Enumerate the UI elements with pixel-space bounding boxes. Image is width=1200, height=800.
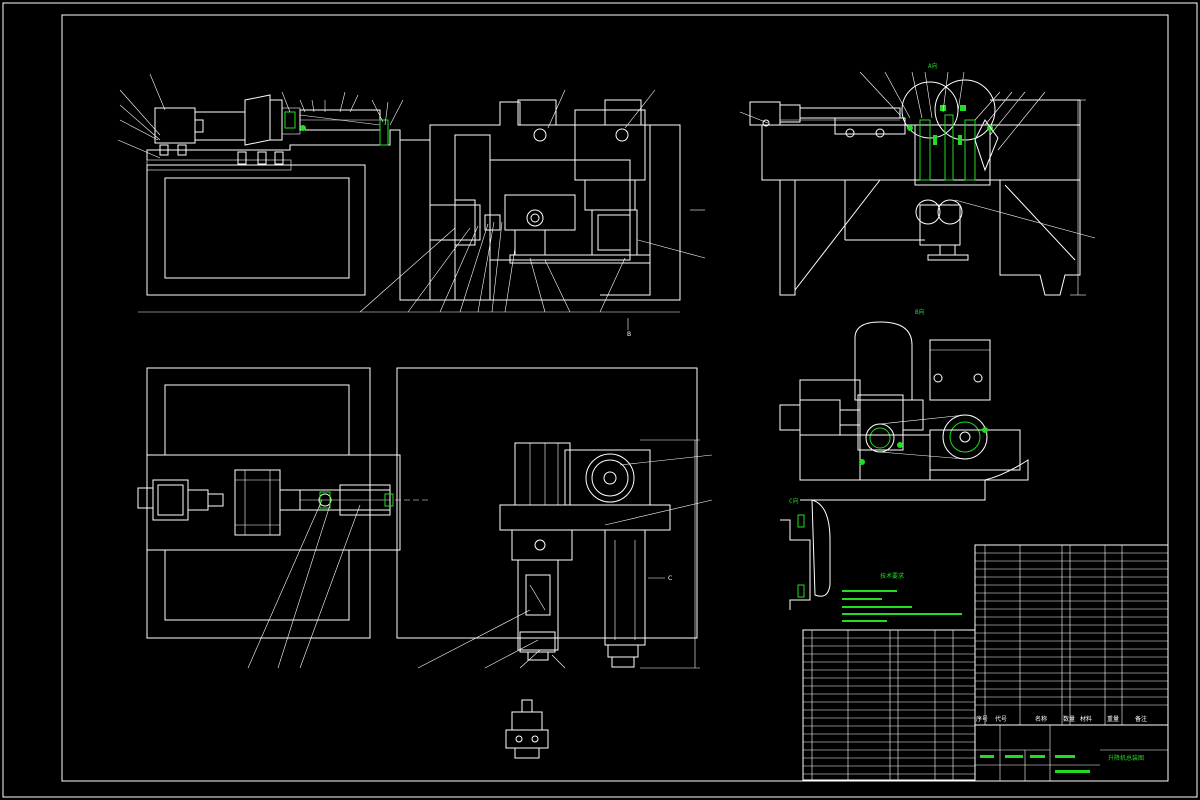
side-view-a: A向 — [739, 62, 1096, 296]
plan-view: C — [137, 367, 713, 759]
tech-requirements-title: 技术要求 — [880, 572, 904, 580]
header-remark: 备注 — [1135, 715, 1147, 723]
title-block-name: 升降机总装图 — [1108, 754, 1144, 762]
header-name: 名称 — [1035, 715, 1047, 723]
header-weight: 重量 — [1107, 715, 1119, 723]
view-label-a: A向 — [928, 62, 938, 70]
header-material: 材料 — [1080, 715, 1092, 723]
section-marker-c: C — [668, 575, 672, 582]
parts-list-table: 序号 代号 名称 数量 材料 重量 备注 升降机总装图 — [802, 544, 1169, 782]
side-view-b: B向 — [779, 308, 1029, 501]
tech-requirements: 技术要求 — [842, 572, 962, 622]
view-label-c: C向 — [789, 497, 799, 505]
header-seq: 序号 — [976, 715, 988, 723]
header-code: 代号 — [995, 715, 1007, 723]
header-qty: 数量 — [1063, 715, 1075, 723]
front-view: B — [117, 73, 706, 338]
section-view-c: C向 — [780, 497, 831, 610]
inner-frame — [61, 14, 1169, 782]
view-label-b: B向 — [915, 308, 925, 316]
section-marker-b: B — [627, 331, 631, 338]
